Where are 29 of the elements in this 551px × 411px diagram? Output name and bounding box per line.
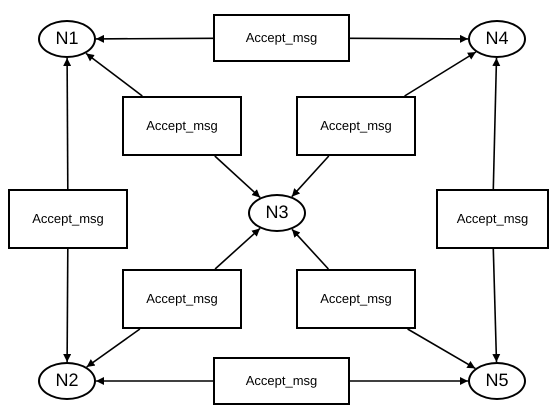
arrow [350,377,468,385]
message-box: Accept_msg [122,96,242,156]
arrow [86,52,143,97]
state-ellipse: N3 [248,194,306,232]
arrow [86,328,140,368]
state-ellipse: N5 [468,362,526,400]
state-ellipse: N4 [468,20,526,58]
arrow [63,58,72,189]
message-box: Accept_msg [122,269,242,329]
arrow [291,155,330,198]
message-box: Accept_msg [296,269,416,329]
state-ellipse: N1 [38,20,96,58]
arrow [291,228,329,270]
arrow [492,248,500,362]
arrow [214,155,261,198]
arrow [407,328,476,370]
state-ellipse: N2 [38,362,96,400]
message-box: Accept_msg [436,189,549,249]
arrow [96,377,213,385]
arrow [492,58,500,190]
message-box: Accept_msg [8,189,128,249]
arrow [404,51,476,97]
arrow [214,228,261,270]
arrow [96,34,213,43]
message-box: Accept_msg [213,357,350,405]
message-box: Accept_msg [213,14,350,62]
arrow [350,34,468,43]
message-box: Accept_msg [296,96,416,156]
arrow [63,249,72,362]
